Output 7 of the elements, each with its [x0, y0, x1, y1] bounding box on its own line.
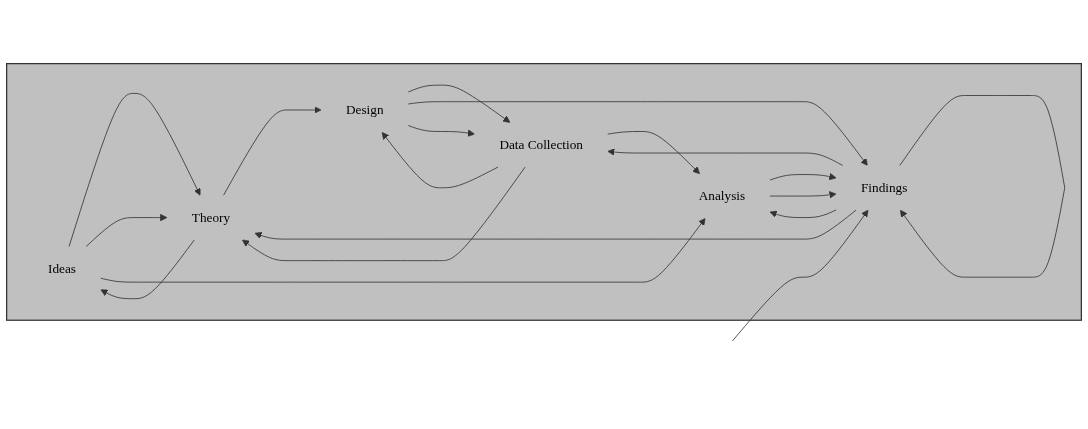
node-text: Design	[345, 102, 384, 117]
node-text: Findings	[861, 180, 908, 195]
node-text: Theory	[191, 209, 231, 225]
node-text: Ideas	[48, 261, 76, 276]
node-text: Data Collection	[499, 137, 583, 152]
cluster	[6, 62, 1082, 321]
node-text: Analysis	[698, 188, 746, 203]
